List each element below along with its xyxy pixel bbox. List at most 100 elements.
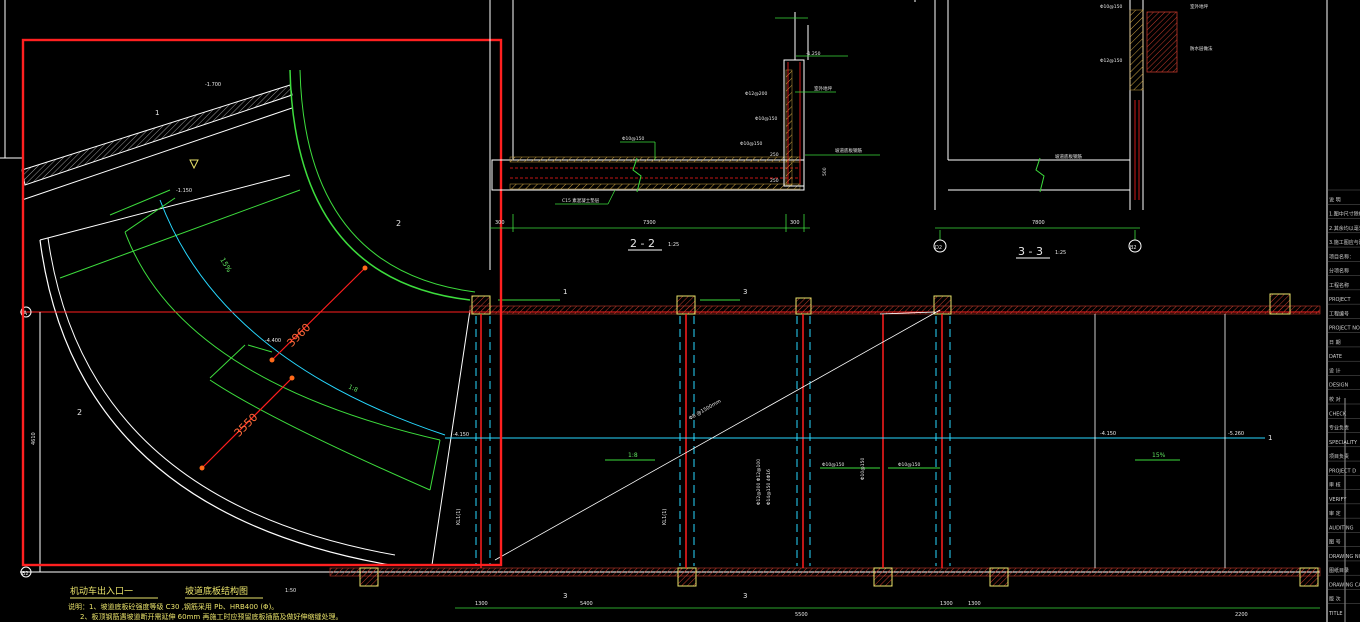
level-mid: -4.150	[1100, 431, 1116, 437]
title-block-row: 说 明	[1329, 196, 1341, 203]
title-block-row: 审 定	[1329, 510, 1341, 517]
s2-note-7: 室外地坪	[814, 85, 832, 92]
s3-note-top3: 室外地坪	[1190, 3, 1208, 10]
dim-b1: 1300	[475, 601, 488, 607]
section-3-3: Φ10@150 Φ12@150 室外地坪 防水层做法 坡道底板钢筋 7800 D…	[914, 0, 1213, 259]
s2-dim-250a: 250	[770, 178, 779, 184]
level-1: -1.700	[205, 82, 221, 88]
title-block-row: SPECIALITY	[1329, 440, 1358, 446]
s2-note-5: Φ12@200	[745, 91, 767, 97]
s2-note-6: Φ10@150	[755, 116, 777, 122]
selection-rectangle[interactable]	[21, 38, 503, 567]
s2-dim-main: 7300	[643, 220, 656, 226]
rebar-a: Φ10@150	[822, 462, 844, 468]
section-mark-3-plan-top: 3	[743, 288, 747, 296]
title-block-row: 设 计	[1329, 367, 1341, 374]
s3-label: 3 - 3	[1018, 245, 1043, 258]
tag-kl1: KL1(1)	[456, 509, 462, 525]
plan-title-sub: 坡道底板结构图	[185, 585, 248, 597]
title-block-row: 项目负责	[1329, 453, 1349, 460]
plan-title-main: 机动车出入口一	[70, 585, 133, 597]
column-7	[677, 567, 697, 587]
title-block-row: 工程编号	[1329, 310, 1349, 317]
title-block-row: 3.施工图应与建筑图配合	[1329, 239, 1360, 246]
column-6	[359, 567, 379, 587]
title-block-row: 图 号	[1329, 540, 1341, 546]
title-block-row: 分项名称	[1329, 268, 1349, 275]
plan-title-scale: 1:50	[285, 588, 296, 594]
title-block-row: 版 次	[1329, 596, 1341, 603]
title-block-row: PROJECT	[1329, 297, 1352, 303]
rebar-c: Φ10@150	[860, 458, 866, 480]
section-mark-1-right: 1	[1268, 434, 1272, 442]
dim-b4: 1300	[940, 601, 953, 607]
s2-dim-500: 500	[822, 167, 828, 176]
column-10	[1299, 567, 1319, 587]
plan-mark-2b: 2	[77, 408, 82, 417]
axis-b2-label: B2	[22, 571, 29, 577]
rebar-vert: Φ12@200 Φ12@100	[756, 459, 762, 505]
dim-3960: 3960	[284, 321, 313, 350]
s3-note: 坡道底板钢筋	[1055, 153, 1082, 160]
title-block-row: 专业负责	[1329, 425, 1349, 432]
s2-note-2: Φ10@150	[740, 141, 762, 147]
dim-b2: 5400	[580, 601, 593, 607]
section-mark-1: 1	[155, 109, 159, 117]
column-2	[676, 295, 696, 315]
s2-note-3: 坡道底板钢筋	[835, 147, 862, 154]
section-mark-3-plan-b1: 3	[563, 592, 567, 600]
small-dim-left: 4610	[31, 432, 37, 445]
s3-scale: 1:25	[1055, 250, 1066, 256]
title-block: 说 明1.图中尺寸除标高以米计外2.其余均以毫米为单位3.施工图应与建筑图配合项…	[1326, 0, 1360, 622]
column-8	[873, 567, 893, 587]
title-block-row: DRAWING CATE	[1329, 582, 1360, 588]
section-mark-2: 2	[396, 219, 401, 228]
section-mark-1-plan: 1	[563, 288, 567, 296]
title-block-row: VERIFY	[1329, 497, 1347, 503]
title-block-row: DRAWING NO	[1329, 554, 1360, 560]
column-5	[1269, 293, 1291, 315]
s3-note-top2: Φ12@150	[1100, 58, 1122, 64]
level-5: -5.260	[1228, 431, 1244, 437]
s3-note-top4: 防水层做法	[1190, 45, 1213, 52]
column-1	[471, 295, 491, 315]
title-block-row: 1.图中尺寸除标高以米计外	[1329, 211, 1360, 218]
slope-right: 15%	[1152, 452, 1166, 459]
rebar-vert2: Φ14@150 4Φ16	[766, 469, 772, 505]
title-block-row: 项目名称：	[1329, 253, 1354, 260]
title-block-row: 日 期	[1329, 340, 1341, 346]
top-wall-hatch	[21, 84, 293, 186]
title-block-row: 图纸目录	[1329, 567, 1349, 574]
radial-label: 1:8	[347, 383, 359, 394]
column-3	[795, 297, 812, 315]
title-block-row: AUDITING	[1329, 525, 1354, 531]
section-mark-3-plan-b2: 3	[743, 592, 747, 600]
s2-dim-250b: 250	[770, 152, 779, 158]
level-3: -4.400	[265, 338, 281, 344]
s2-dim-side: 300	[790, 220, 800, 226]
s2-scale: 1:25	[668, 242, 679, 248]
s3-dim: 7800	[1032, 220, 1045, 226]
slope-mid: 1:8	[628, 452, 638, 459]
rebar-b: Φ10@150	[898, 462, 920, 468]
plan-note-1: 说明：1、坡道底板砼强度等级 C30 ,钢筋采用 Pb、HRB400 (Φ)。	[68, 602, 278, 611]
title-block-row: DATE	[1329, 354, 1342, 360]
top-beam-hatch	[469, 305, 1321, 315]
s3-note-top1: Φ10@150	[1100, 4, 1122, 10]
title-block-row: TITLE	[1328, 611, 1343, 617]
title-block-row: DESIGN	[1329, 383, 1349, 389]
dim-b5: 1300	[968, 601, 981, 607]
plan-note-2: 2、板顶钢筋遇坡道断开需延伸 60mm 再施工时应预留底板插筋及做好伸缩缝处理。	[80, 612, 342, 621]
title-block-row: 校 对	[1329, 396, 1341, 403]
level-4: -4.150	[453, 432, 469, 438]
title-block-row: PROJECT D	[1329, 468, 1356, 474]
tag-kl2: KL1(1)	[662, 509, 668, 525]
title-block-row: 工程名称	[1329, 282, 1349, 289]
dim-3550: 3550	[232, 411, 261, 440]
diag-label: Φ8 @1500mm	[688, 398, 722, 421]
slope-left: 15%	[218, 256, 233, 274]
column-9	[989, 567, 1009, 587]
title-block-row: CHECK	[1329, 411, 1347, 417]
dim-b3: 5500	[795, 612, 808, 618]
